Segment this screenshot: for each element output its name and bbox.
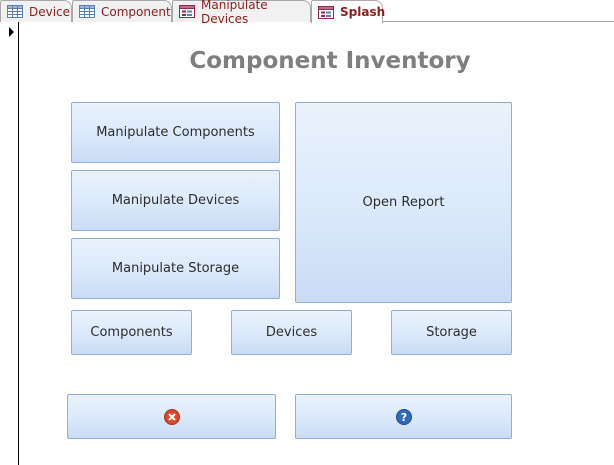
manipulate-devices-button[interactable]: Manipulate Devices — [71, 170, 280, 231]
record-selector[interactable] — [0, 22, 19, 465]
tab-splash-label: Splash — [340, 5, 386, 19]
form-title: Component Inventory — [189, 48, 471, 74]
table-icon — [79, 5, 95, 18]
form-icon — [318, 5, 334, 19]
tab-manipulate-devices-label: Manipulate Devices — [201, 0, 268, 26]
close-circle-icon — [163, 408, 180, 425]
tab-splash[interactable]: Splash — [311, 0, 386, 23]
manipulate-storage-button[interactable]: Manipulate Storage — [71, 238, 280, 299]
devices-button[interactable]: Devices — [231, 310, 352, 355]
tab-device-label: Device — [29, 4, 71, 19]
open-report-button[interactable]: Open Report — [295, 102, 512, 303]
svg-text:?: ? — [400, 411, 406, 424]
components-button[interactable]: Components — [71, 310, 192, 355]
help-button[interactable]: ? — [295, 394, 512, 439]
document-tab-strip: Device Component Manipulate Devices — [0, 0, 614, 26]
current-record-arrow-icon — [9, 27, 14, 37]
manipulate-components-button[interactable]: Manipulate Components — [71, 102, 280, 163]
form-icon — [179, 5, 195, 18]
tab-component-label: Component — [101, 4, 171, 19]
close-button[interactable] — [67, 394, 276, 439]
tab-device[interactable]: Device — [0, 0, 72, 22]
table-icon — [7, 5, 23, 18]
help-circle-icon: ? — [395, 408, 412, 425]
storage-button[interactable]: Storage — [391, 310, 512, 355]
tab-manipulate-devices[interactable]: Manipulate Devices — [172, 0, 311, 26]
tab-component[interactable]: Component — [72, 0, 172, 22]
